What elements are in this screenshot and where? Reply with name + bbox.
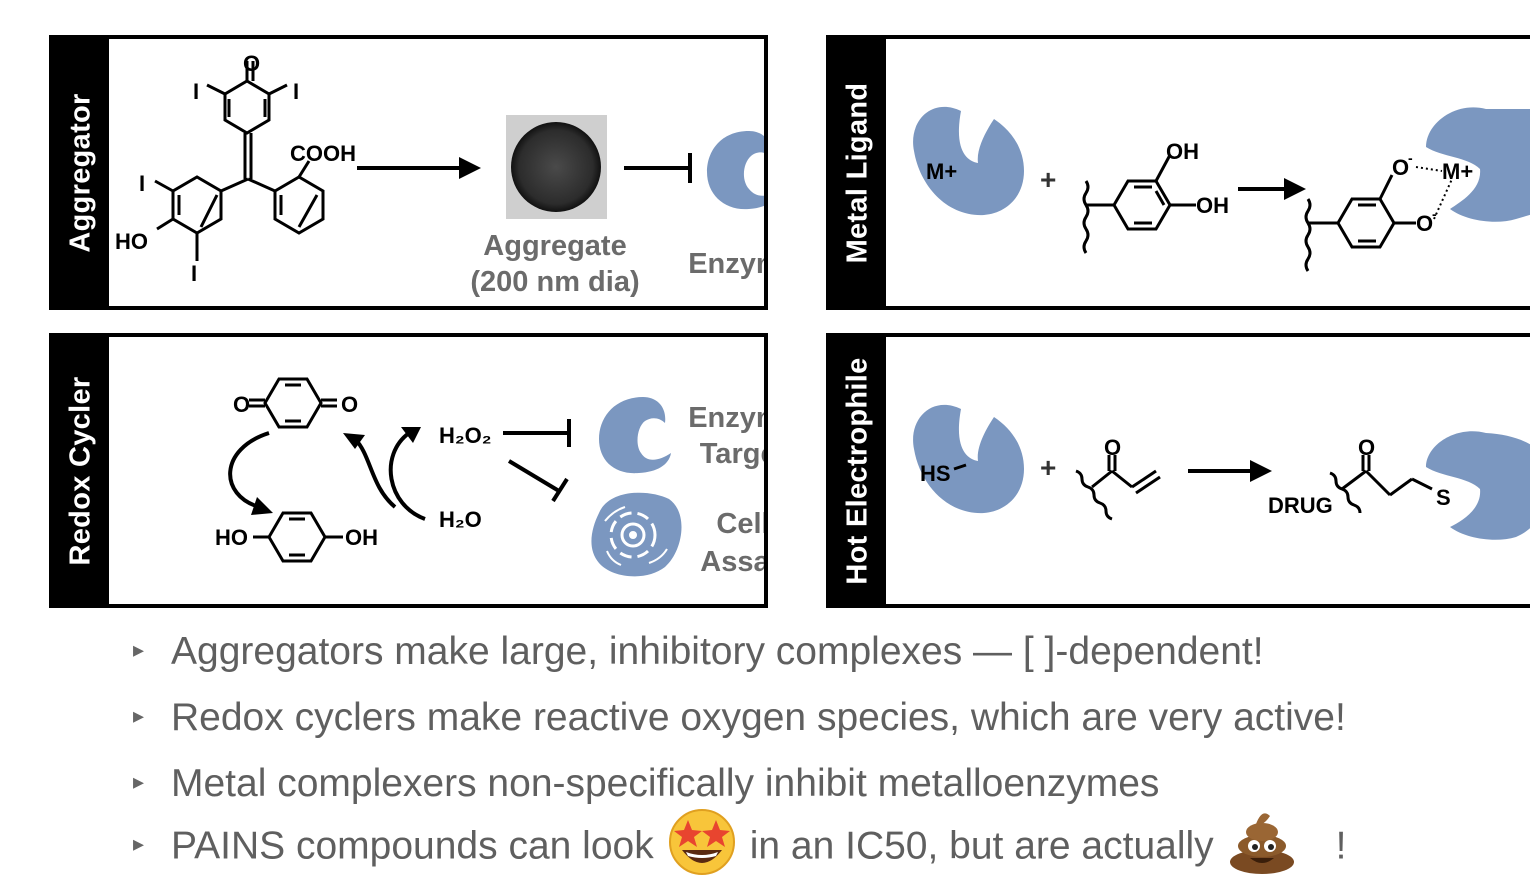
bullet-text: !	[1335, 824, 1347, 868]
bullet-list: ▸ Aggregators make large, inhibitory comp…	[0, 630, 1530, 892]
cell-assay-label: Assay	[700, 546, 768, 578]
aggregate-particle	[511, 122, 601, 212]
bullet-text: Metal complexers non-specifically inhibi…	[171, 762, 1160, 805]
metalloenzyme-icon	[913, 106, 1024, 216]
oxide-label: O	[1416, 211, 1433, 236]
metal-ion-label: M+	[926, 159, 957, 184]
plus-sign: +	[1040, 164, 1056, 195]
bullet-text: Redox cyclers make reactive oxygen speci…	[171, 696, 1346, 739]
aggregate-label: Aggregate	[483, 230, 626, 262]
carbonyl-oxygen-label: O	[1104, 435, 1121, 460]
bullet-marker: ▸	[133, 702, 145, 728]
cell-assay-label: Cell	[716, 508, 768, 540]
quinone-molecule	[249, 377, 337, 429]
panel-title: Metal Ligand	[841, 82, 874, 263]
cysteine-enzyme-icon	[913, 404, 1024, 514]
charge-label: -	[1432, 206, 1437, 222]
bullet-text: in an IC50, but are actually	[749, 824, 1214, 868]
enzyme-icon	[599, 397, 671, 474]
catechol-molecule	[1082, 154, 1196, 254]
metal-ligand-tab: Metal Ligand	[830, 39, 886, 306]
panel-title: Aggregator	[64, 92, 97, 253]
cysteine-enzyme-icon	[1426, 431, 1530, 540]
redox-cycler-diagram: O O HO OH H₂O₂ H₂O	[215, 377, 768, 578]
water-label: H₂O	[439, 507, 482, 532]
hydrogen-peroxide-label: H₂O₂	[439, 423, 492, 448]
oxygen-label: O	[341, 392, 358, 417]
drug-label: DRUG	[1268, 493, 1333, 518]
hydroxyl-label: HO	[215, 525, 248, 550]
bullet-text: Aggregators make large, inhibitory compl…	[171, 630, 1264, 673]
dye-molecule	[154, 61, 325, 261]
michael-acceptor-molecule	[1075, 455, 1161, 521]
charge-label: -	[1408, 150, 1413, 166]
bullet-item: ▸ Redox cyclers make reactive oxygen spec…	[133, 696, 1346, 740]
iodine-label: I	[191, 261, 197, 286]
oxygen-label: O	[243, 51, 260, 76]
hydroquinone-molecule	[253, 511, 343, 563]
bullet-marker: ▸	[133, 768, 145, 794]
iodine-label: I	[293, 79, 299, 104]
enzyme-label: Enzyme	[688, 248, 768, 280]
oxygen-label: O	[233, 392, 250, 417]
aggregator-diagram: O I I I HO I COOH Aggregate (200 nm dia)…	[115, 51, 768, 298]
bullet-marker: ▸	[133, 831, 145, 856]
covalent-adduct	[1329, 455, 1433, 514]
chelate-complex	[1304, 174, 1416, 272]
bullet-item: ▸ PAINS compounds can look in an IC50, bu…	[133, 809, 1347, 884]
hydroxyl-label: OH	[345, 525, 378, 550]
metal-ligand-diagram: M+ + OH OH O - O - M+	[913, 106, 1530, 272]
pile-of-poo-emoji-icon	[1226, 806, 1298, 878]
hot-electrophile-diagram: HS + O DRUG O S	[913, 404, 1530, 540]
panel-title: Hot Electrophile	[841, 356, 874, 585]
thioether-label: S	[1436, 485, 1451, 510]
star-struck-emoji-icon	[666, 806, 738, 878]
iodine-label: I	[139, 171, 145, 196]
metal-ligand-panel: Metal Ligand M+ + OH OH O - O -	[826, 35, 1530, 310]
enzyme-target-label: Target	[700, 438, 768, 470]
bullet-text: PAINS compounds can look	[171, 824, 654, 868]
hydroxyl-label: OH	[1166, 139, 1199, 164]
metal-ion-label: M+	[1442, 159, 1473, 184]
carbonyl-oxygen-label: O	[1358, 435, 1375, 460]
hydroxyl-label: OH	[1196, 193, 1229, 218]
oxide-label: O	[1392, 155, 1409, 180]
iodine-label: I	[193, 79, 199, 104]
enzyme-target-label: Enzyme	[688, 402, 768, 434]
thiol-label: HS	[920, 461, 951, 486]
aggregate-size-label: (200 nm dia)	[470, 266, 639, 298]
aggregator-tab: Aggregator	[53, 39, 109, 306]
plus-sign: +	[1040, 452, 1056, 483]
bullet-marker: ▸	[133, 636, 145, 662]
redox-cycler-panel: Redox Cycler O O HO OH H₂O₂ H₂O	[49, 333, 768, 608]
hot-electrophile-panel: Hot Electrophile HS + O DRUG O S	[826, 333, 1530, 608]
metalloenzyme-icon	[1426, 107, 1530, 222]
hydroxyl-label: HO	[115, 229, 148, 254]
cell-icon	[591, 492, 682, 577]
enzyme-icon	[707, 131, 764, 210]
bullet-item: ▸ Aggregators make large, inhibitory comp…	[133, 630, 1264, 674]
redox-cycler-tab: Redox Cycler	[53, 337, 109, 604]
aggregator-panel: Aggregator O I I I HO I CO	[49, 35, 768, 310]
cooh-label: COOH	[290, 141, 356, 166]
hot-electrophile-tab: Hot Electrophile	[830, 337, 886, 604]
bullet-item: ▸ Metal complexers non-specifically inhib…	[133, 762, 1159, 806]
panel-title: Redox Cycler	[64, 376, 97, 565]
